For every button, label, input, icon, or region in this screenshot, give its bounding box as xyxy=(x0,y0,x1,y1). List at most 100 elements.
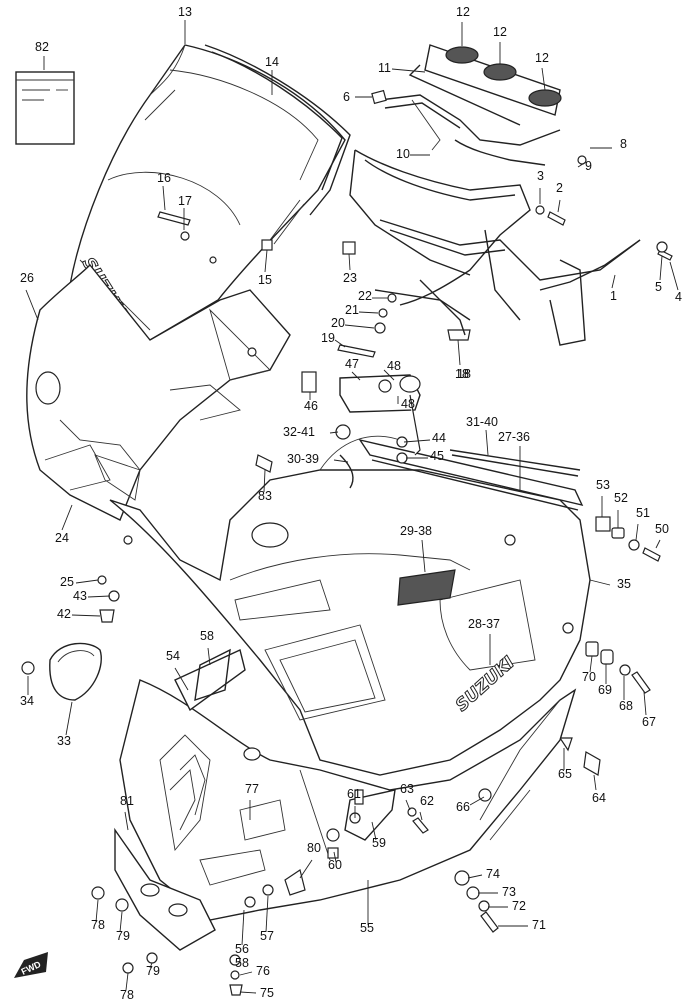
leader-line xyxy=(263,469,266,493)
leader-line xyxy=(659,255,663,281)
label-sticker-82 xyxy=(15,71,75,145)
part-number-24: 24 xyxy=(55,531,69,545)
leader-line xyxy=(577,161,587,168)
part-number-33: 33 xyxy=(57,734,71,748)
part-number-54: 54 xyxy=(166,649,180,663)
part-number-51: 51 xyxy=(636,506,650,520)
leader-line xyxy=(75,579,99,584)
leader-line xyxy=(125,972,129,991)
leader-line xyxy=(174,667,189,691)
part-number-59: 59 xyxy=(372,836,386,850)
part-number-48: 48 xyxy=(387,359,401,373)
leader-line xyxy=(241,909,245,946)
part-number-61: 61 xyxy=(347,787,361,801)
leader-line xyxy=(541,67,546,91)
front-direction-badge: FWD xyxy=(14,952,48,978)
part-number-52: 52 xyxy=(614,491,628,505)
part-number-46: 46 xyxy=(304,399,318,413)
leader-line xyxy=(87,595,111,598)
leader-line xyxy=(334,339,346,348)
part-number-70: 70 xyxy=(582,670,596,684)
part-number-26: 26 xyxy=(20,271,34,285)
leader-line xyxy=(351,371,361,381)
part-number-2: 2 xyxy=(556,181,563,195)
leader-line xyxy=(469,796,485,806)
part-number-17: 17 xyxy=(178,194,192,208)
leader-line xyxy=(635,523,639,541)
part-number-65: 65 xyxy=(558,767,572,781)
leader-line xyxy=(593,774,597,791)
leader-line xyxy=(421,539,426,573)
right-fasteners xyxy=(558,516,661,776)
leader-line xyxy=(348,253,351,271)
leader-line xyxy=(419,811,423,821)
part-number-56: 56 xyxy=(235,942,249,956)
leader-line xyxy=(655,539,661,549)
part-number-78-2: 78 xyxy=(120,988,134,1000)
fairing-bracket-frame xyxy=(349,94,641,346)
part-number-68: 68 xyxy=(619,699,633,713)
part-number-32-41: 32-41 xyxy=(283,425,315,439)
part-number-1: 1 xyxy=(610,289,617,303)
part-number-79-2: 79 xyxy=(146,964,160,978)
part-number-45: 45 xyxy=(430,449,444,463)
part-number-29-38: 29-38 xyxy=(400,524,432,538)
part-number-27-36: 27-36 xyxy=(498,430,530,444)
part-number-77: 77 xyxy=(245,782,259,796)
part-number-64: 64 xyxy=(592,791,606,805)
part-number-43: 43 xyxy=(73,589,87,603)
part-number-80: 80 xyxy=(307,841,321,855)
leader-line xyxy=(403,439,431,443)
leader-line xyxy=(119,911,123,933)
part-number-12-3: 12 xyxy=(535,51,549,65)
part-number-58: 58 xyxy=(200,629,214,643)
leader-line xyxy=(371,821,377,841)
leader-line xyxy=(333,459,349,463)
part-number-22: 22 xyxy=(358,289,372,303)
part-number-75: 75 xyxy=(260,986,274,1000)
leader-line xyxy=(611,274,616,289)
part-number-73: 73 xyxy=(502,885,516,899)
leader-line xyxy=(265,895,269,933)
part-number-12: 12 xyxy=(456,5,470,19)
part-number-69: 69 xyxy=(598,683,612,697)
leader-line xyxy=(95,899,99,923)
leader-line xyxy=(239,971,253,976)
part-number-47: 47 xyxy=(345,357,359,371)
part-number-58-2: 58 xyxy=(235,956,249,970)
part-number-25: 25 xyxy=(60,575,74,589)
leader-line xyxy=(391,68,426,73)
part-number-13: 13 xyxy=(178,5,192,19)
part-number-21: 21 xyxy=(345,303,359,317)
part-number-3: 3 xyxy=(537,169,544,183)
leader-lines xyxy=(25,20,679,994)
part-number-71: 71 xyxy=(532,918,546,932)
part-number-50: 50 xyxy=(655,522,669,536)
part-number-4: 4 xyxy=(675,290,682,304)
leader-line xyxy=(485,429,489,456)
leader-line xyxy=(149,962,153,969)
part-number-18-2: 18 xyxy=(457,367,471,381)
part-number-74: 74 xyxy=(486,867,500,881)
side-cowl-35: SUZUKI xyxy=(109,435,591,776)
part-number-28-37: 28-37 xyxy=(468,617,500,631)
part-number-12-2: 12 xyxy=(493,25,507,39)
leader-line xyxy=(65,701,73,736)
part-number-16: 16 xyxy=(157,171,171,185)
leader-line xyxy=(589,579,611,586)
part-number-31-40: 31-40 xyxy=(466,415,498,429)
leader-line xyxy=(589,655,593,673)
molding-strips xyxy=(335,424,584,511)
leader-line xyxy=(405,799,411,811)
part-number-81: 81 xyxy=(120,794,134,808)
leader-line xyxy=(71,614,101,617)
part-number-63: 63 xyxy=(400,782,414,796)
part-number-66: 66 xyxy=(456,800,470,814)
meter-lamps-12 xyxy=(408,44,562,126)
part-number-48-2: 48 xyxy=(401,397,415,411)
part-number-10: 10 xyxy=(396,147,410,161)
part-number-62: 62 xyxy=(420,794,434,808)
part-number-57: 57 xyxy=(260,929,274,943)
lower-cowl-55 xyxy=(114,648,577,951)
leader-line xyxy=(669,261,679,291)
